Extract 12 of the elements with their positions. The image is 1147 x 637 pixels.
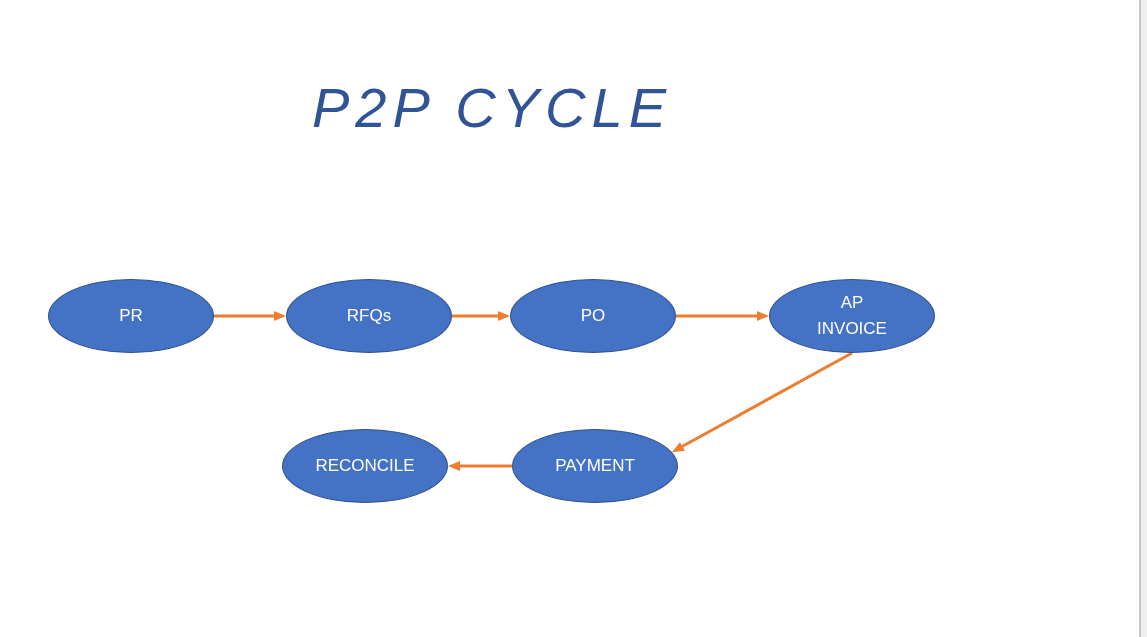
node-label: RFQs bbox=[346, 305, 392, 327]
node-label: PAYMENT bbox=[555, 455, 635, 477]
node-label: AP INVOICE bbox=[816, 292, 888, 340]
node-label: PR bbox=[119, 305, 143, 327]
arrow bbox=[452, 311, 510, 321]
arrow bbox=[671, 351, 853, 453]
node-label: RECONCILE bbox=[315, 455, 415, 477]
arrow bbox=[448, 461, 512, 471]
title: P2P CYCLE bbox=[312, 80, 673, 136]
node-label: PO bbox=[580, 305, 606, 327]
arrow bbox=[214, 311, 286, 321]
arrow bbox=[676, 311, 769, 321]
